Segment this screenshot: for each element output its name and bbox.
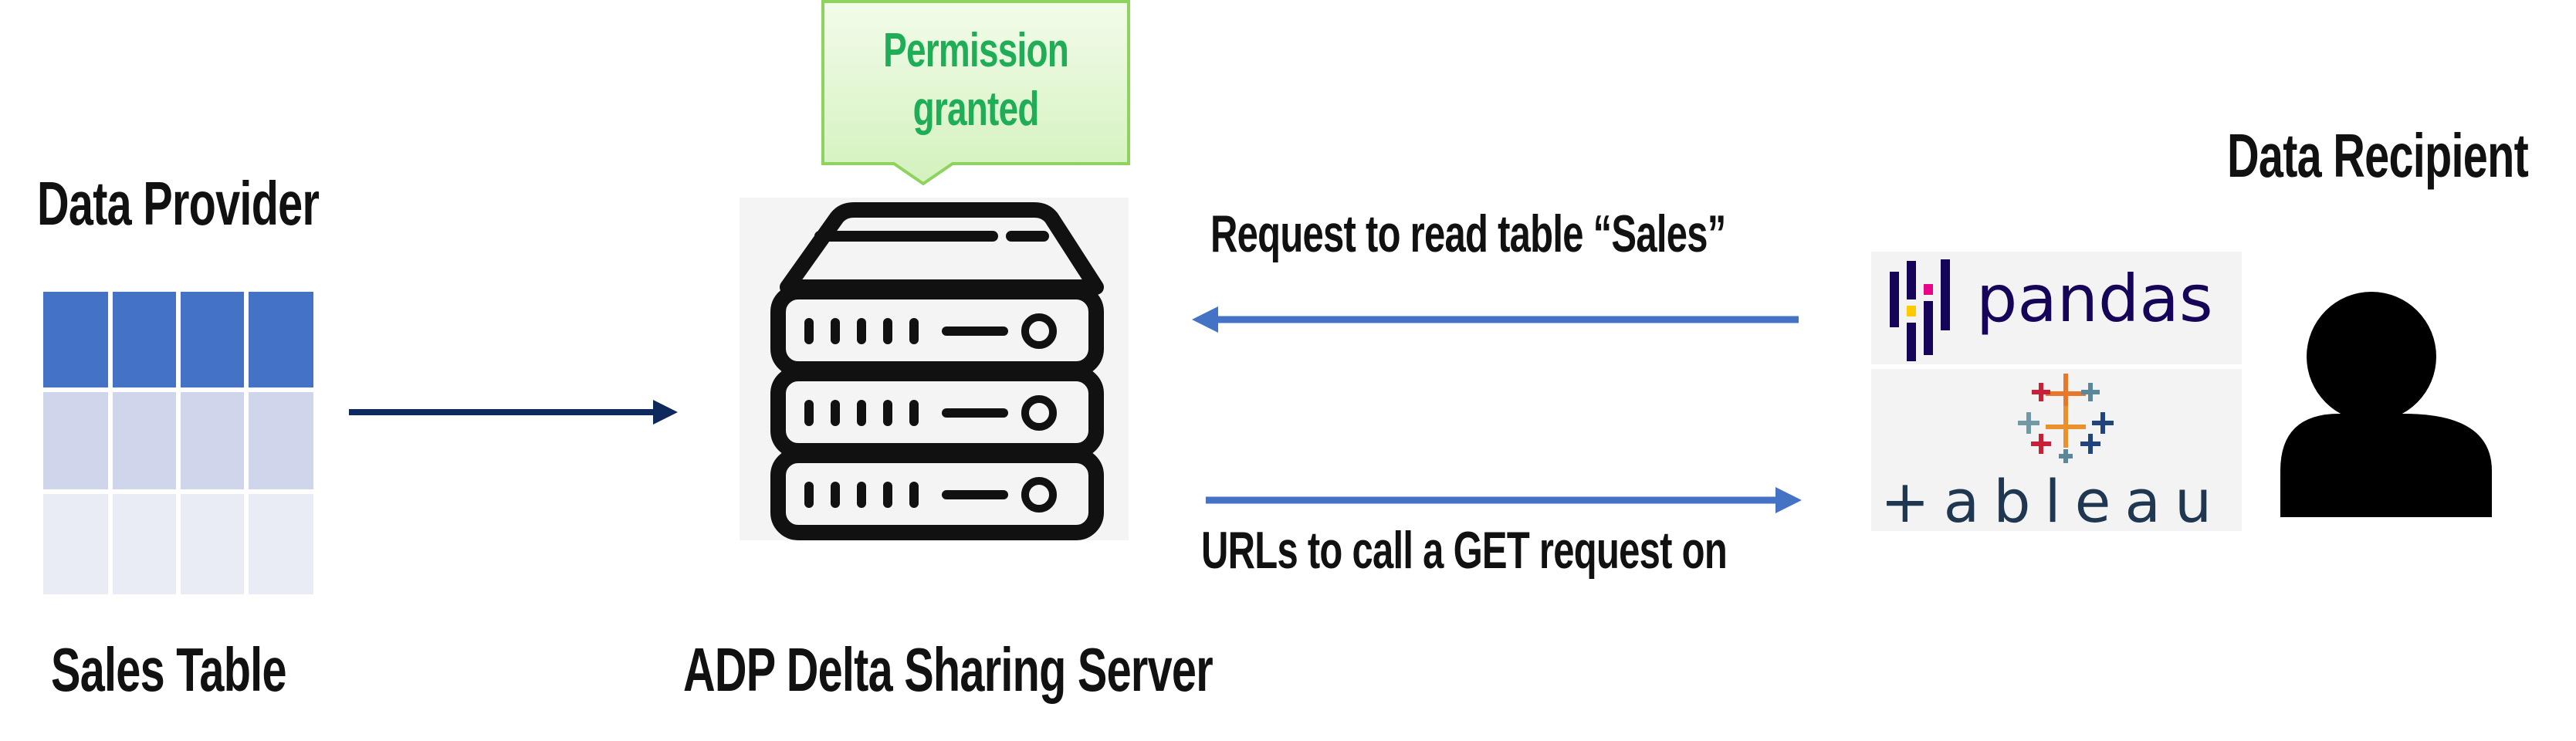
request-label: Request to read table “Sales” <box>1210 205 1726 263</box>
server-icon <box>740 198 1129 540</box>
permission-callout <box>821 0 1130 186</box>
data-recipient-heading: Data Recipient <box>2227 121 2529 190</box>
sales-table-icon <box>43 292 313 594</box>
server-label: ADP Delta Sharing Server <box>683 635 1214 704</box>
tableau-logo-text: +ableau <box>1880 467 2226 536</box>
tableau-logo <box>1871 369 2242 531</box>
person-icon <box>2280 292 2492 517</box>
data-provider-heading: Data Provider <box>37 169 320 238</box>
sales-table-label: Sales Table <box>51 635 286 704</box>
response-label: URLs to call a GET request on <box>1201 521 1728 580</box>
provider-to-server-arrow <box>349 400 678 425</box>
permission-callout-text: Permission granted <box>883 24 1069 136</box>
pandas-logo <box>1871 252 2242 364</box>
request-arrow <box>1192 306 1799 333</box>
pandas-logo-text: pandas <box>1976 261 2213 337</box>
response-arrow <box>1206 487 1802 513</box>
